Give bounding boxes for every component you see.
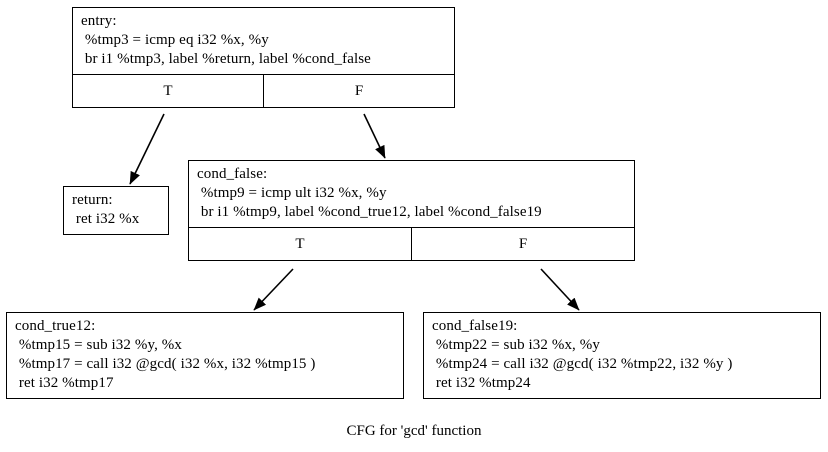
node-cond-false19-body: cond_false19: %tmp22 = sub i32 %x, %y %t… xyxy=(424,313,820,398)
node-cond-false-port-false[interactable]: F xyxy=(411,228,634,260)
node-cond-true12-line-0: cond_true12: xyxy=(15,318,96,334)
node-cond-false-body: cond_false: %tmp9 = icmp ult i32 %x, %y … xyxy=(189,161,634,227)
node-entry-port-false[interactable]: F xyxy=(263,75,454,107)
edge-cond-false-true-to-cond-true12 xyxy=(253,268,294,311)
node-cond-false19-line-1: %tmp22 = sub i32 %x, %y xyxy=(432,337,600,353)
graph-caption: CFG for 'gcd' function xyxy=(346,423,482,439)
node-entry-line-1: %tmp3 = icmp eq i32 %x, %y xyxy=(81,32,269,48)
node-cond-true12[interactable]: cond_true12: %tmp15 = sub i32 %y, %x %tm… xyxy=(6,312,404,399)
node-cond-true12-line-2: %tmp17 = call i32 @gcd( i32 %x, i32 %tmp… xyxy=(15,356,316,372)
node-entry-line-0: entry: xyxy=(81,13,117,29)
node-return-body: return: ret i32 %x xyxy=(64,187,168,234)
node-cond-false-line-0: cond_false: xyxy=(197,166,268,182)
node-cond-false[interactable]: cond_false: %tmp9 = icmp ult i32 %x, %y … xyxy=(188,160,635,261)
node-cond-false-port-true[interactable]: T xyxy=(295,235,305,252)
edge-cond-false-false-to-cond-false19 xyxy=(540,268,580,311)
node-cond-true12-line-3: ret i32 %tmp17 xyxy=(15,375,114,391)
edge-entry-true-to-return xyxy=(129,113,165,185)
node-cond-true12-line-1: %tmp15 = sub i32 %y, %x xyxy=(15,337,182,353)
node-return[interactable]: return: ret i32 %x xyxy=(63,186,169,235)
node-cond-false-line-2: br i1 %tmp9, label %cond_true12, label %… xyxy=(197,204,542,220)
node-entry-port-true[interactable]: T xyxy=(163,82,173,99)
node-return-line-0: return: xyxy=(72,192,113,208)
node-entry-line-2: br i1 %tmp3, label %return, label %cond_… xyxy=(81,51,371,67)
node-cond-false19-line-0: cond_false19: xyxy=(432,318,518,334)
node-cond-false19-line-3: ret i32 %tmp24 xyxy=(432,375,531,391)
node-entry[interactable]: entry: %tmp3 = icmp eq i32 %x, %y br i1 … xyxy=(72,7,455,108)
node-cond-true12-body: cond_true12: %tmp15 = sub i32 %y, %x %tm… xyxy=(7,313,403,398)
node-cond-false-line-1: %tmp9 = icmp ult i32 %x, %y xyxy=(197,185,387,201)
node-entry-ports: T F xyxy=(73,74,454,107)
node-cond-false19[interactable]: cond_false19: %tmp22 = sub i32 %x, %y %t… xyxy=(423,312,821,399)
node-entry-body: entry: %tmp3 = icmp eq i32 %x, %y br i1 … xyxy=(73,8,454,74)
node-return-line-1: ret i32 %x xyxy=(72,211,140,227)
edge-entry-false-to-cond-false xyxy=(363,113,386,159)
node-cond-false-ports: T F xyxy=(189,227,634,260)
node-cond-false19-line-2: %tmp24 = call i32 @gcd( i32 %tmp22, i32 … xyxy=(432,356,733,372)
